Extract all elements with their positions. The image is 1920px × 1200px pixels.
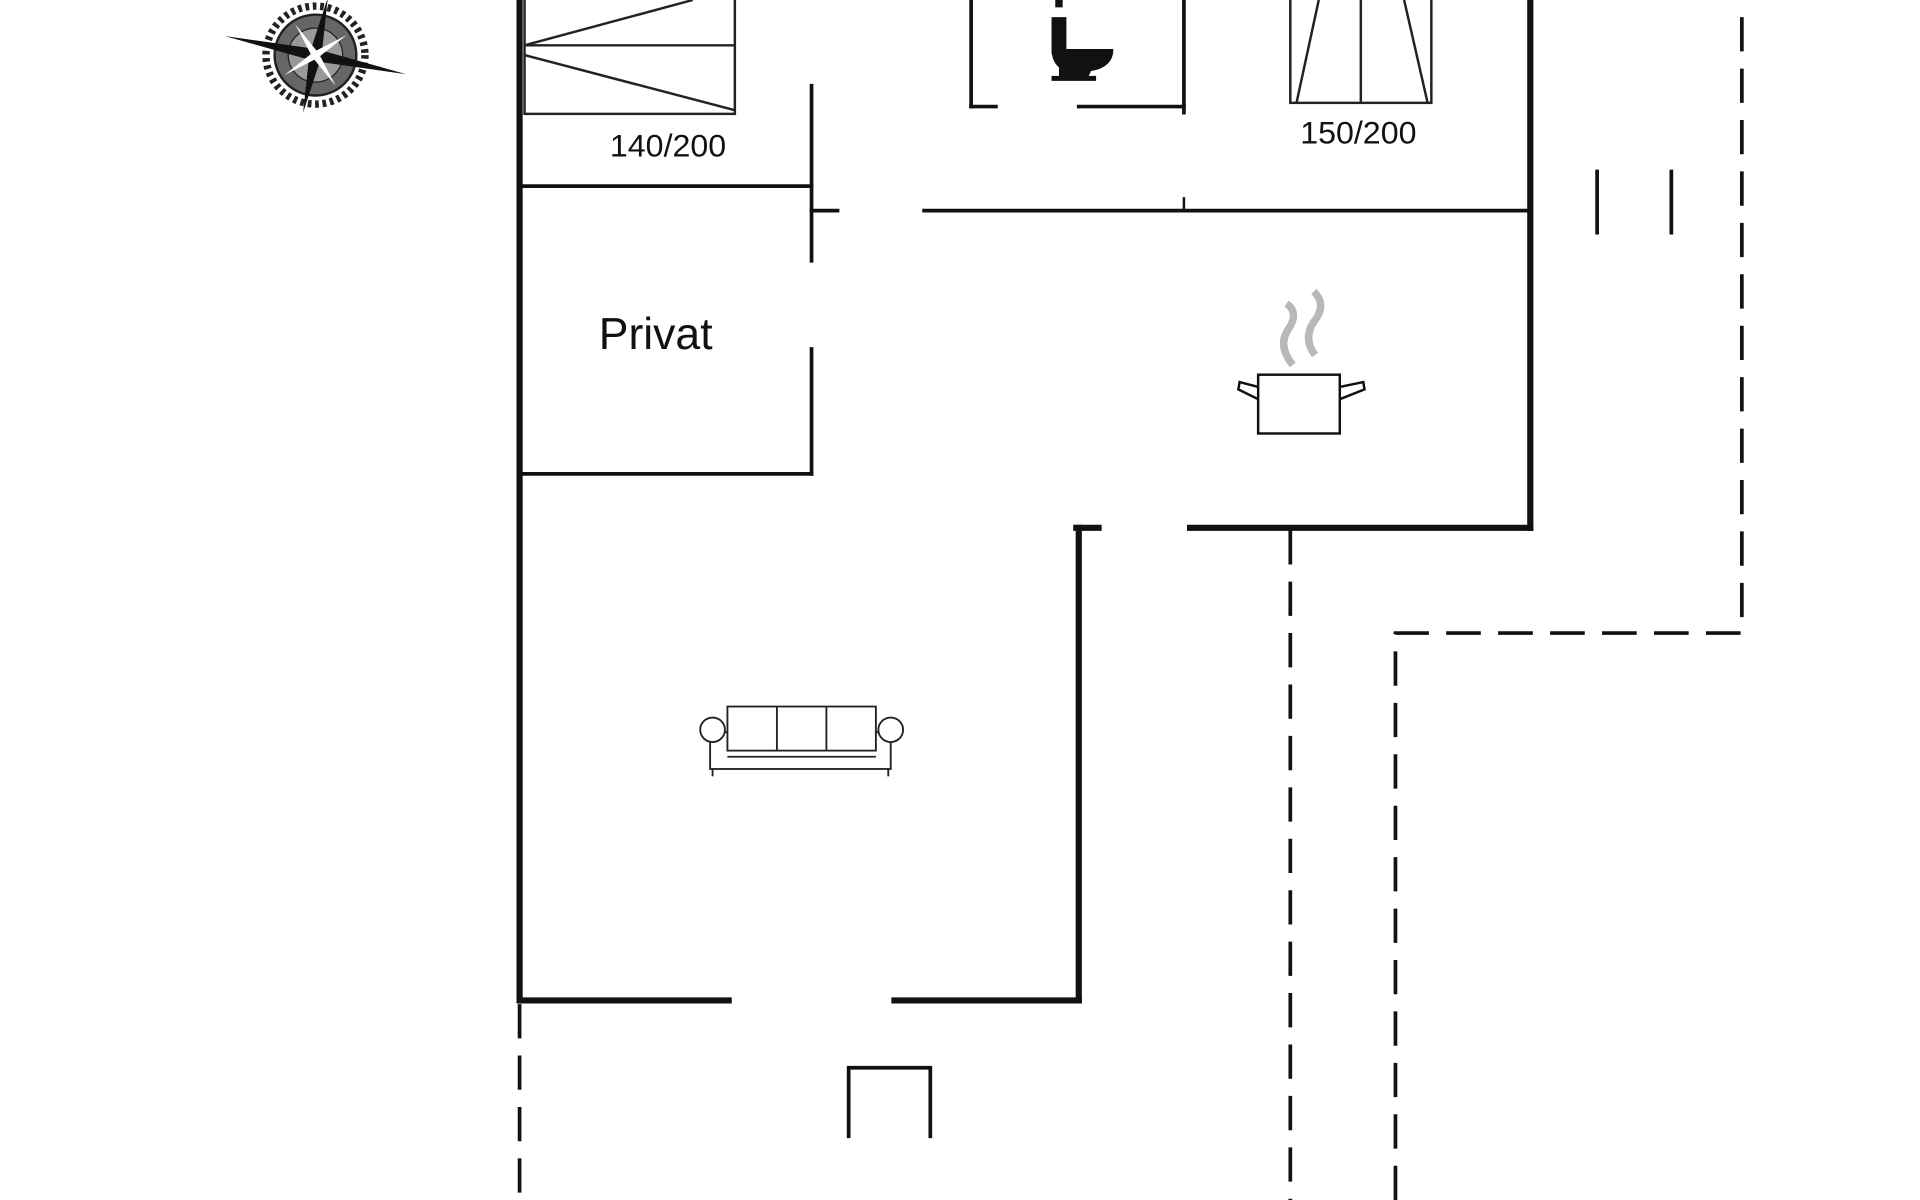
double-bed-icon: [1289, 0, 1433, 105]
bed-size-label: 140/200: [610, 128, 726, 164]
terrace-outline: [517, 0, 1744, 1200]
sofa-icon: [699, 705, 905, 777]
toilet-icon: [1051, 0, 1114, 81]
bed-size-label: 150/200: [1300, 114, 1416, 150]
step: [846, 1065, 933, 1139]
compass-rose-icon: [224, 0, 407, 113]
walls: [516, 0, 1534, 1004]
double-bed-icon: [523, 0, 737, 116]
room-label-privat: Privat: [599, 310, 713, 359]
cooking-pot-icon: [1236, 288, 1366, 435]
